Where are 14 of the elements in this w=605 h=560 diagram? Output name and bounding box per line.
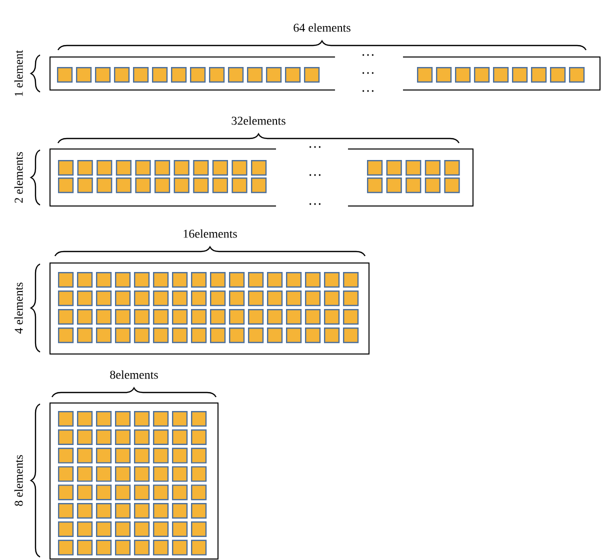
ellipsis: … [310,203,321,205]
dimension-label: 1 element [14,50,23,96]
ellipsis: … [362,90,374,92]
dimension-label: 32elements [232,116,286,125]
dimension-label: 4 elements [14,282,23,334]
ellipsis: … [310,174,321,176]
dimension-label: 2 elements [14,152,23,203]
dimension-label: 64 elements [294,23,350,32]
ellipsis: … [310,146,321,148]
dimension-label: 8 elements [14,455,23,506]
ellipsis: … [362,54,374,56]
dimension-label: 8elements [110,370,158,379]
dimension-label: 16elements [184,229,237,238]
ellipsis: … [362,72,374,74]
